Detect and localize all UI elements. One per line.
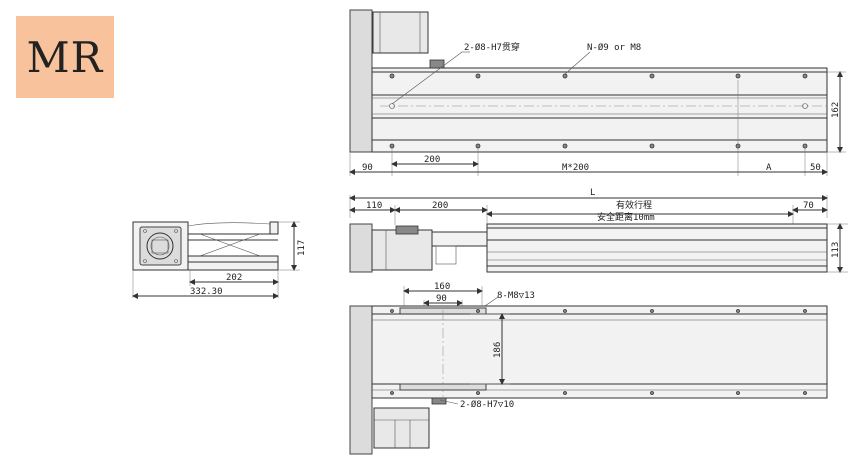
end-view: 117 202 332.30: [132, 221, 307, 299]
side-dim-200: 200: [432, 201, 448, 211]
end-height-dim: 117: [297, 240, 307, 256]
top-view: 2-Ø8-H7贯穿 N-Ø9 or M8 162 200 90 M*200 A …: [349, 9, 846, 176]
mount-hole-note: N-Ø9 or M8: [587, 42, 641, 53]
total-length-dim: L: [590, 188, 595, 198]
safety-distance-label: 安全距离10mm: [597, 211, 655, 223]
thread-note: 8-M8▽13: [497, 291, 535, 301]
top-dim-200: 200: [424, 155, 440, 165]
top-dim-90: 90: [362, 163, 373, 173]
model-label: MR: [26, 32, 104, 82]
bottom-height-dim: 186: [493, 342, 503, 358]
bottom-dim-90: 90: [436, 294, 447, 304]
bottom-view: 160 90 8-M8▽13 186 2-Ø8-H7▽10: [349, 282, 828, 455]
end-width-inner-dim: 202: [226, 273, 242, 283]
stroke-label: 有效行程: [616, 199, 652, 211]
side-height-dim: 113: [831, 242, 841, 258]
model-badge: MR: [16, 16, 114, 98]
top-dim-a: A: [766, 163, 772, 173]
bottom-dim-160: 160: [434, 282, 450, 292]
side-view: L 110 200 有效行程 安全距离10mm 70 113: [349, 188, 848, 273]
pin-depth-note: 2-Ø8-H7▽10: [460, 399, 514, 410]
end-width-outer-dim: 332.30: [190, 287, 223, 297]
pin-hole-note: 2-Ø8-H7贯穿: [464, 41, 520, 53]
side-dim-110: 110: [366, 201, 382, 211]
top-dim-50: 50: [810, 163, 821, 173]
top-dim-m200: M*200: [562, 163, 589, 173]
top-height-dim: 162: [831, 102, 841, 118]
side-dim-70: 70: [803, 201, 814, 211]
